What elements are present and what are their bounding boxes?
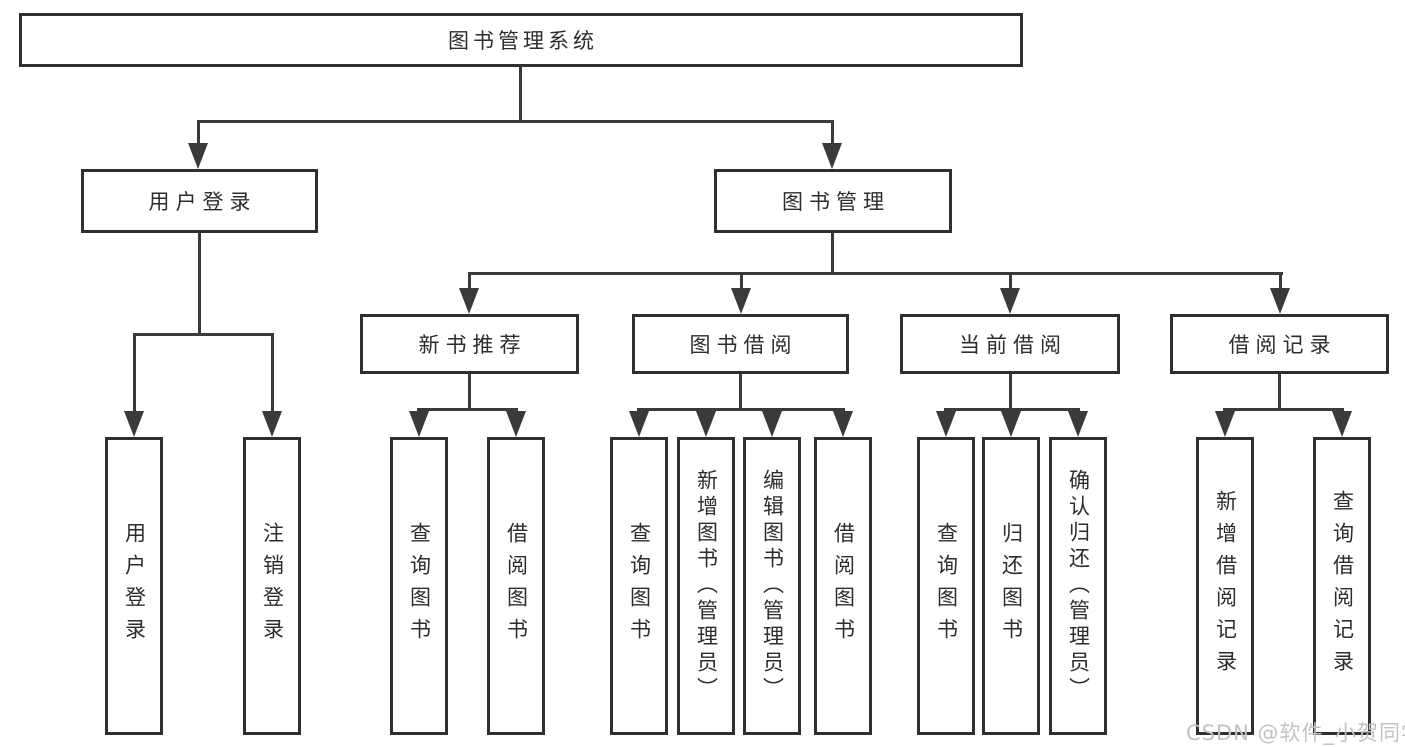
connector-root-stem: [519, 67, 522, 120]
arrowhead-nb-borrow: [506, 411, 526, 437]
leaf-bookborrow-add: 新增图书（管理员）: [677, 437, 735, 735]
arrowhead-br-add: [1215, 411, 1235, 437]
connector-drop-book-mgmt: [831, 120, 834, 145]
connector-drop-current-borrow: [1009, 272, 1012, 290]
node-root-label: 图书管理系统: [448, 29, 598, 53]
leaf-bookborrow-borrow-label: 借阅图书: [831, 522, 856, 650]
connector-borrow-records-stem: [1278, 374, 1281, 408]
connector-user-login-bar: [133, 333, 274, 336]
node-new-book: 新书推荐: [360, 314, 579, 374]
leaf-bookborrow-edit: 编辑图书（管理员）: [743, 437, 801, 735]
arrowhead-bb-query: [629, 411, 649, 437]
connector-new-book-bar: [417, 408, 518, 411]
connector-book-mgmt-bar: [468, 272, 1283, 275]
arrowhead-nb-query: [409, 411, 429, 437]
leaf-bookborrow-query-label: 查询图书: [627, 522, 652, 650]
connector-drop-user-login: [197, 120, 200, 145]
node-book-mgmt-label: 图书管理: [782, 190, 890, 214]
node-book-mgmt: 图书管理: [714, 169, 952, 233]
connector-user-login-stem: [198, 233, 201, 333]
arrowhead-login: [124, 411, 144, 437]
node-current-borrow: 当前借阅: [900, 314, 1120, 374]
leaf-currentborrow-confirm: 确认归还（管理员）: [1049, 437, 1107, 735]
leaf-currentborrow-return-label: 归还图书: [999, 522, 1024, 650]
arrowhead-user-login: [188, 143, 208, 169]
leaf-newbook-query: 查询图书: [390, 437, 448, 735]
connector-current-borrow-stem: [1009, 374, 1012, 408]
leaf-logout: 注销登录: [243, 437, 301, 735]
leaf-currentborrow-query: 查询图书: [917, 437, 975, 735]
connector-book-borrow-bar: [637, 408, 845, 411]
connector-book-mgmt-stem: [831, 233, 834, 272]
connector-drop-book-borrow: [740, 272, 743, 290]
leaf-currentborrow-return: 归还图书: [982, 437, 1040, 735]
leaf-bookborrow-borrow: 借阅图书: [814, 437, 872, 735]
leaf-records-query-label: 查询借阅记录: [1330, 490, 1355, 682]
leaf-bookborrow-add-label: 新增图书（管理员）: [694, 469, 719, 703]
node-user-login: 用户登录: [81, 169, 318, 233]
leaf-currentborrow-confirm-label: 确认归还（管理员）: [1066, 469, 1091, 703]
node-book-borrow: 图书借阅: [632, 314, 849, 374]
arrowhead-br-query: [1332, 411, 1352, 437]
arrowhead-bb-edit: [762, 411, 782, 437]
node-new-book-label: 新书推荐: [418, 333, 527, 357]
leaf-records-add-label: 新增借阅记录: [1213, 490, 1238, 682]
connector-borrow-records-bar: [1223, 408, 1344, 411]
connector-drop-new-book: [468, 272, 471, 290]
leaf-user-login: 用户登录: [105, 437, 163, 735]
connector-drop-login: [133, 333, 136, 413]
leaf-newbook-query-label: 查询图书: [407, 522, 432, 650]
leaf-records-add: 新增借阅记录: [1196, 437, 1254, 735]
arrowhead-cb-confirm: [1068, 411, 1088, 437]
node-user-login-label: 用户登录: [148, 190, 257, 214]
arrowhead-cb-query: [936, 411, 956, 437]
node-current-borrow-label: 当前借阅: [959, 333, 1067, 357]
node-root: 图书管理系统: [19, 13, 1023, 67]
connector-current-borrow-bar: [944, 408, 1080, 411]
arrowhead-current-borrow: [1000, 288, 1020, 314]
arrowhead-new-book: [459, 288, 479, 314]
leaf-logout-label: 注销登录: [260, 522, 285, 650]
leaf-bookborrow-edit-label: 编辑图书（管理员）: [760, 469, 785, 703]
leaf-bookborrow-query: 查询图书: [610, 437, 668, 735]
connector-drop-logout: [271, 333, 274, 413]
node-book-borrow-label: 图书借阅: [689, 333, 798, 357]
connector-root-bar: [197, 120, 834, 123]
leaf-newbook-borrow: 借阅图书: [487, 437, 545, 735]
arrowhead-book-mgmt: [822, 143, 842, 169]
leaf-newbook-borrow-label: 借阅图书: [504, 522, 529, 650]
arrowhead-book-borrow: [731, 288, 751, 314]
connector-book-borrow-stem: [739, 374, 742, 408]
csdn-watermark: CSDN @软件_小贺同学: [1186, 721, 1405, 745]
connector-new-book-stem: [468, 374, 471, 408]
leaf-user-login-label: 用户登录: [122, 522, 147, 650]
arrowhead-borrow-records: [1270, 288, 1290, 314]
arrowhead-cb-return: [1001, 411, 1021, 437]
arrowhead-bb-add: [696, 411, 716, 437]
connector-drop-borrow-records: [1279, 272, 1282, 290]
arrowhead-bb-borrow: [833, 411, 853, 437]
node-borrow-records-label: 借阅记录: [1228, 333, 1337, 357]
arrowhead-logout: [262, 411, 282, 437]
node-borrow-records: 借阅记录: [1170, 314, 1389, 374]
leaf-currentborrow-query-label: 查询图书: [934, 522, 959, 650]
leaf-records-query: 查询借阅记录: [1313, 437, 1371, 735]
